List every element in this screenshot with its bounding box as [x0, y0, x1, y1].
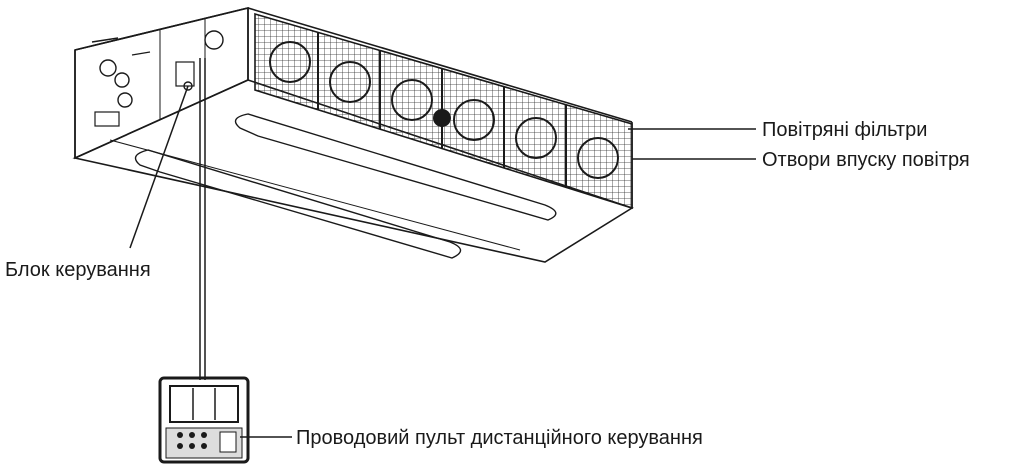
label-air-intakes: Отвори впуску повітря [762, 149, 970, 171]
wired-remote-controller-icon [158, 376, 250, 464]
duct-air-conditioner-unit-icon [72, 6, 634, 263]
label-air-filters: Повітряні фільтри [762, 119, 927, 141]
label-control-box: Блок керування [5, 259, 151, 281]
leader-line-control-box [129, 85, 189, 249]
label-wired-remote: Проводовий пульт дистанційного керування [296, 427, 703, 449]
